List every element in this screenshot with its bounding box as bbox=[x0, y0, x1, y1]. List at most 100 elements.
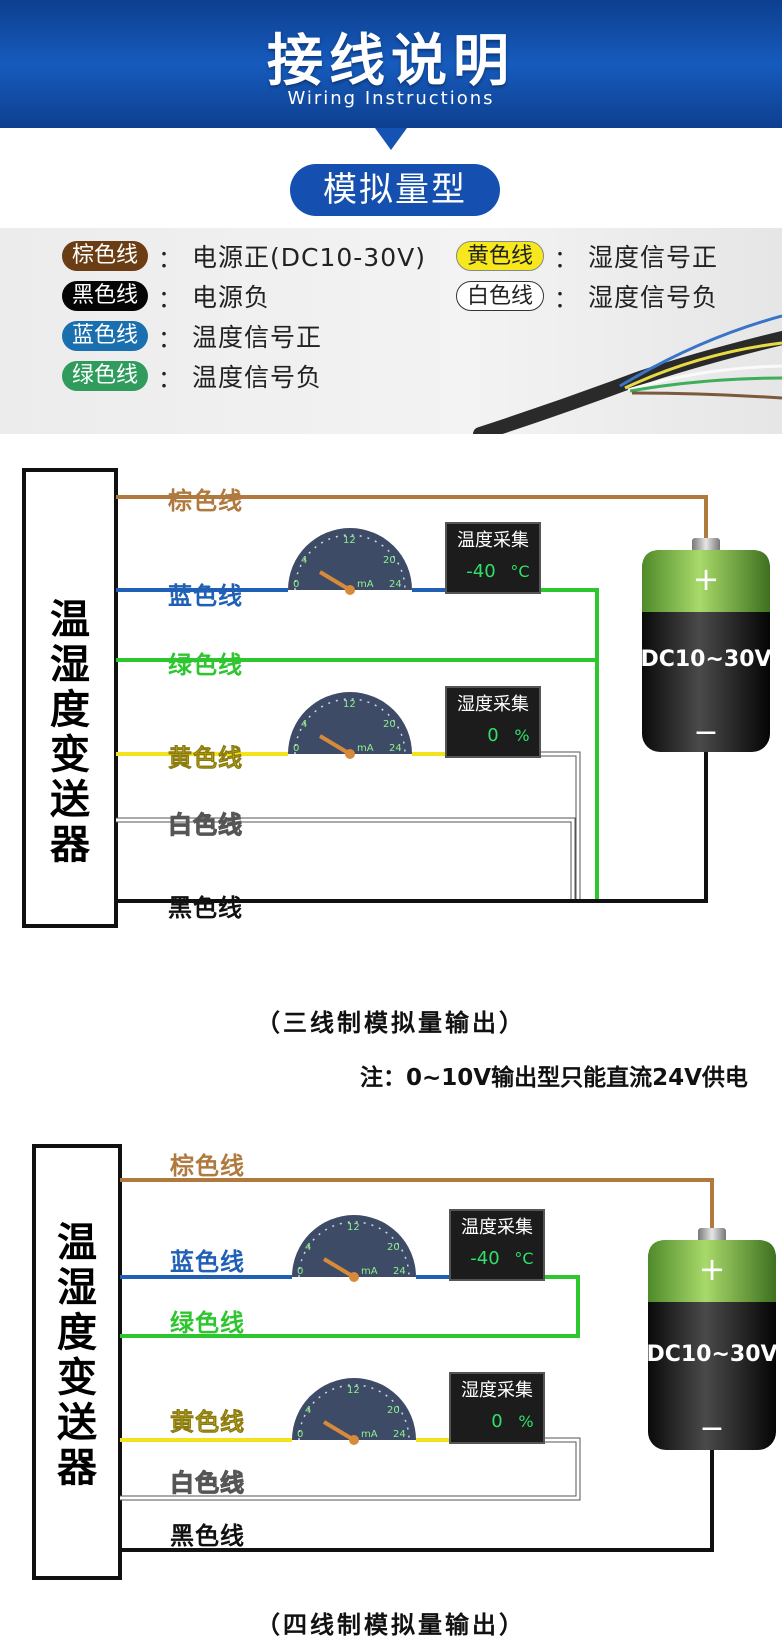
black-wire bbox=[116, 752, 708, 903]
battery-plus: + bbox=[699, 1250, 726, 1288]
gauge-tick-12: 12 bbox=[343, 699, 356, 710]
gauge-tick-12: 12 bbox=[343, 535, 356, 546]
legend-item-yellow: 黄色线 ： 湿度信号正 bbox=[456, 239, 718, 273]
wiring-diagram-3wire: 0 4 12 20 24 mA 温度采集 -40 °C 0 4 12 20 24… bbox=[22, 468, 772, 928]
legend-colon: ： bbox=[158, 244, 183, 273]
black-wire bbox=[120, 1450, 714, 1552]
gauge-unit: mA bbox=[361, 1429, 378, 1440]
humidity-display-value: 0 bbox=[487, 725, 498, 746]
legend-desc-yellow: 湿度信号正 bbox=[588, 243, 719, 272]
brown-wire bbox=[116, 495, 708, 540]
transmitter-box bbox=[22, 468, 118, 928]
badge-black: 黑色线 bbox=[62, 281, 149, 311]
badge-yellow: 黄色线 bbox=[456, 241, 545, 271]
gauge-tick-12: 12 bbox=[347, 1222, 360, 1233]
brown-wire bbox=[120, 1178, 714, 1230]
gauge-unit: mA bbox=[357, 579, 374, 590]
white-wire-label: 白色线 bbox=[170, 1469, 245, 1498]
brown-wire-label: 棕色线 bbox=[168, 487, 243, 515]
battery bbox=[648, 1228, 776, 1450]
gauge-tick-20: 20 bbox=[383, 555, 396, 566]
humidity-display-title: 湿度采集 bbox=[457, 694, 529, 715]
header-pointer-arrow bbox=[375, 128, 407, 150]
gauge-tick-24: 24 bbox=[389, 743, 402, 754]
battery-label: DC10~30V bbox=[646, 1342, 777, 1367]
legend-colon: ： bbox=[158, 364, 183, 393]
green-wire bbox=[120, 1275, 580, 1338]
gauge-tick-0: 0 bbox=[293, 579, 299, 590]
humidity-display-unit: % bbox=[518, 1412, 533, 1431]
gauge-tick-0: 0 bbox=[297, 1429, 303, 1440]
gauge-temp bbox=[292, 1215, 416, 1282]
legend-colon: ： bbox=[158, 324, 183, 353]
brown-wire-label: 棕色线 bbox=[170, 1152, 245, 1180]
page-title: 接线说明 bbox=[267, 29, 515, 94]
gauge-tick-20: 20 bbox=[383, 719, 396, 730]
temp-display-unit: °C bbox=[510, 562, 529, 581]
legend-item-brown: 棕色线 ： 电源正(DC10-30V) bbox=[62, 239, 426, 273]
battery-label: DC10~30V bbox=[640, 647, 771, 672]
battery-plus: + bbox=[693, 560, 720, 598]
humidity-display bbox=[449, 1372, 545, 1444]
caption-4wire: （四线制模拟量输出） bbox=[256, 1611, 526, 1639]
battery bbox=[642, 538, 770, 752]
wire-legend: 棕色线 ： 电源正(DC10-30V) 黑色线 ： 电源负 蓝色线 ： 温度信号… bbox=[0, 228, 782, 434]
badge-brown: 棕色线 bbox=[62, 241, 149, 271]
legend-item-white: 白色线 ： 湿度信号负 bbox=[456, 279, 718, 313]
gauge-tick-20: 20 bbox=[387, 1242, 400, 1253]
yellow-wire-label: 黄色线 bbox=[168, 744, 243, 773]
green-wire-label: 绿色线 bbox=[168, 651, 243, 679]
badge-blue: 蓝色线 bbox=[62, 321, 149, 351]
temp-display-value: -40 bbox=[470, 1248, 499, 1269]
battery-minus: − bbox=[699, 1411, 724, 1446]
temp-display-title: 温度采集 bbox=[461, 1217, 533, 1238]
legend-item-green: 绿色线 ： 温度信号负 bbox=[62, 359, 322, 393]
gauge-tick-4: 4 bbox=[301, 719, 307, 730]
humidity-display bbox=[445, 686, 541, 758]
gauge-tick-4: 4 bbox=[305, 1405, 311, 1416]
gauge-tick-4: 4 bbox=[305, 1242, 311, 1253]
transmitter-label: 温湿度变送器 bbox=[57, 1220, 97, 1491]
legend-desc-brown: 电源正(DC10-30V) bbox=[192, 243, 426, 272]
transmitter-label: 温湿度变送器 bbox=[50, 597, 90, 868]
white-wire-label: 白色线 bbox=[168, 811, 243, 840]
battery-minus: − bbox=[693, 715, 718, 750]
legend-colon: ： bbox=[554, 244, 579, 273]
cable-decoration bbox=[473, 314, 782, 434]
gauge-tick-24: 24 bbox=[389, 579, 402, 590]
header-banner: 接线说明 Wiring Instructions bbox=[0, 0, 782, 128]
gauge-temp bbox=[288, 528, 412, 595]
type-pill: 模拟量型 bbox=[290, 164, 500, 216]
gauge-humidity bbox=[288, 692, 412, 759]
gauge-unit: mA bbox=[357, 743, 374, 754]
legend-item-blue: 蓝色线 ： 温度信号正 bbox=[62, 319, 322, 353]
badge-green: 绿色线 bbox=[62, 361, 149, 391]
temp-display-value: -40 bbox=[466, 561, 495, 582]
legend-colon: ： bbox=[158, 284, 183, 313]
gauge-tick-0: 0 bbox=[293, 743, 299, 754]
temp-display-title: 温度采集 bbox=[457, 530, 529, 551]
green-return-wire bbox=[540, 588, 599, 900]
green-wire-label: 绿色线 bbox=[170, 1309, 245, 1337]
legend-item-black: 黑色线 ： 电源负 bbox=[62, 279, 270, 313]
yellow-wire-label: 黄色线 bbox=[170, 1408, 245, 1437]
voltage-note: 注：0~10V输出型只能直流24V供电 bbox=[360, 1065, 748, 1091]
black-wire-label: 黑色线 bbox=[168, 894, 243, 922]
badge-white: 白色线 bbox=[456, 281, 545, 311]
gauge-humidity bbox=[292, 1378, 416, 1445]
temp-display-unit: °C bbox=[514, 1249, 533, 1268]
caption-3wire: （三线制模拟量输出） bbox=[256, 1009, 526, 1037]
wiring-diagram-4wire: 0 4 12 20 24 mA 温度采集 -40 °C 0 4 12 20 24… bbox=[32, 1144, 778, 1580]
gauge-tick-4: 4 bbox=[301, 555, 307, 566]
legend-desc-white: 湿度信号负 bbox=[588, 283, 719, 312]
blue-wire-label: 蓝色线 bbox=[168, 582, 243, 610]
humidity-display-unit: % bbox=[514, 726, 529, 745]
temp-display bbox=[445, 522, 541, 594]
transmitter-box bbox=[32, 1144, 122, 1580]
gauge-tick-20: 20 bbox=[387, 1405, 400, 1416]
gauge-tick-0: 0 bbox=[297, 1266, 303, 1277]
humidity-display-value: 0 bbox=[491, 1411, 502, 1432]
humidity-display-title: 湿度采集 bbox=[461, 1380, 533, 1401]
legend-desc-green: 温度信号负 bbox=[192, 363, 323, 392]
gauge-tick-24: 24 bbox=[393, 1266, 406, 1277]
